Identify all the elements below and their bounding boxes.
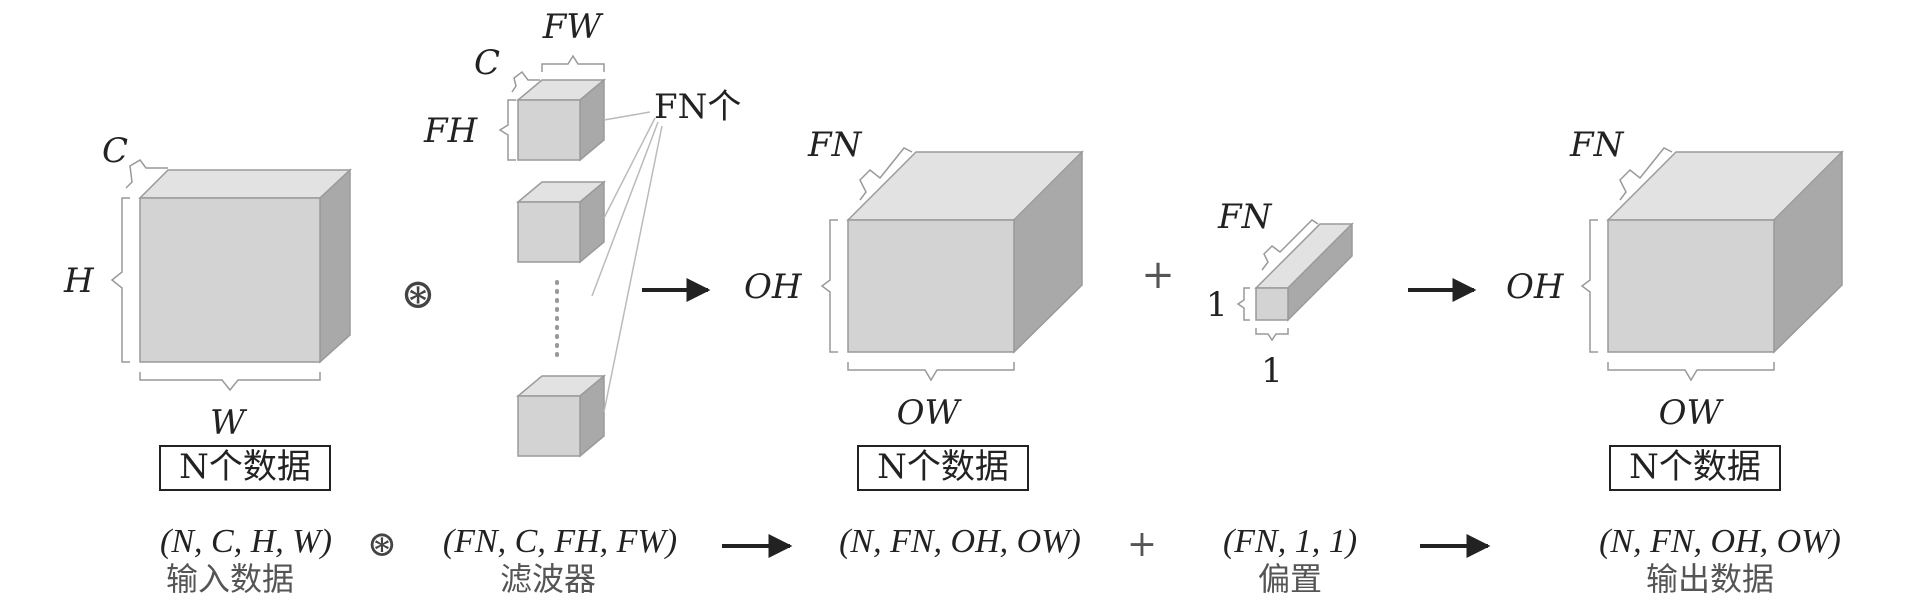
filter-width-label: FW bbox=[542, 7, 605, 47]
bias-shape: (FN, 1, 1) bbox=[1223, 523, 1357, 560]
input-width-brace bbox=[139, 372, 321, 392]
filter-channel-brace bbox=[511, 70, 540, 93]
bias-width-brace bbox=[1255, 328, 1289, 342]
final-output-channel-brace bbox=[1619, 147, 1673, 201]
input-data-cube bbox=[138, 168, 352, 364]
conv-output-batch-box bbox=[857, 445, 1029, 491]
input-batch-label: N个数据 bbox=[179, 447, 311, 487]
input-height-brace bbox=[110, 197, 130, 363]
bias-channel-brace bbox=[1261, 219, 1319, 271]
filter-count-leaders bbox=[591, 111, 663, 413]
bias-channel-label: FN bbox=[1217, 197, 1273, 237]
filter-count-label: FN个 bbox=[654, 87, 741, 127]
final-output-batch-label: N个数据 bbox=[1629, 447, 1761, 487]
final-output-height-brace bbox=[1580, 219, 1598, 353]
filter-height-label: FH bbox=[423, 111, 479, 151]
filter-cube bbox=[515, 180, 607, 264]
bias-height-brace bbox=[1236, 287, 1250, 321]
conv-output-cube bbox=[846, 150, 1084, 354]
filter-channel-label: C bbox=[474, 43, 500, 83]
filter-height-brace bbox=[498, 99, 516, 161]
input-caption: 输入数据 bbox=[166, 560, 294, 598]
filter-shape: (FN, C, FH, FW) bbox=[443, 523, 677, 560]
conv-output-width-brace bbox=[847, 362, 1015, 382]
conv-output-channel-brace bbox=[859, 147, 913, 201]
cube-side bbox=[319, 168, 351, 364]
conv-output-shape: (N, FN, OH, OW) bbox=[839, 523, 1081, 560]
final-output-shape: (N, FN, OH, OW) bbox=[1599, 523, 1841, 560]
conv-output-width-label: OW bbox=[897, 393, 963, 433]
plus-operator-icon: + bbox=[1127, 524, 1157, 565]
input-channel-label: C bbox=[102, 131, 128, 171]
final-output-width-label: OW bbox=[1659, 393, 1725, 433]
cube-front bbox=[139, 197, 321, 363]
final-output-caption: 输出数据 bbox=[1646, 560, 1774, 598]
plus-operator-icon: + bbox=[1141, 252, 1175, 298]
filter-width-brace bbox=[541, 54, 605, 72]
conv-output-channel-label: FN bbox=[807, 125, 863, 165]
conv-output-batch-label: N个数据 bbox=[877, 447, 1009, 487]
input-channel-brace bbox=[125, 159, 168, 189]
filter-cube bbox=[515, 374, 607, 458]
conv-operator-icon: ⊛ bbox=[367, 524, 397, 565]
bias-width-label: 1 bbox=[1261, 351, 1283, 391]
input-batch-box bbox=[159, 445, 331, 491]
final-output-width-brace bbox=[1607, 362, 1775, 382]
final-output-cube bbox=[1606, 150, 1844, 354]
conv-output-height-label: OH bbox=[744, 267, 803, 307]
input-height-label: H bbox=[63, 261, 95, 301]
final-output-channel-label: FN bbox=[1569, 125, 1625, 165]
conv-output-height-brace bbox=[820, 219, 838, 353]
cube-top bbox=[138, 169, 352, 199]
bias-block bbox=[1254, 222, 1354, 322]
final-output-height-label: OH bbox=[1506, 267, 1565, 307]
input-shape: (N, C, H, W) bbox=[160, 523, 332, 560]
input-width-label: W bbox=[210, 403, 248, 443]
bias-height-label: 1 bbox=[1206, 285, 1228, 325]
final-output-batch-box bbox=[1609, 445, 1781, 491]
bias-caption: 偏置 bbox=[1258, 560, 1322, 598]
filter-caption: 滤波器 bbox=[500, 560, 596, 598]
conv-operator-icon: ⊛ bbox=[400, 269, 435, 318]
filter-cube bbox=[515, 78, 607, 162]
